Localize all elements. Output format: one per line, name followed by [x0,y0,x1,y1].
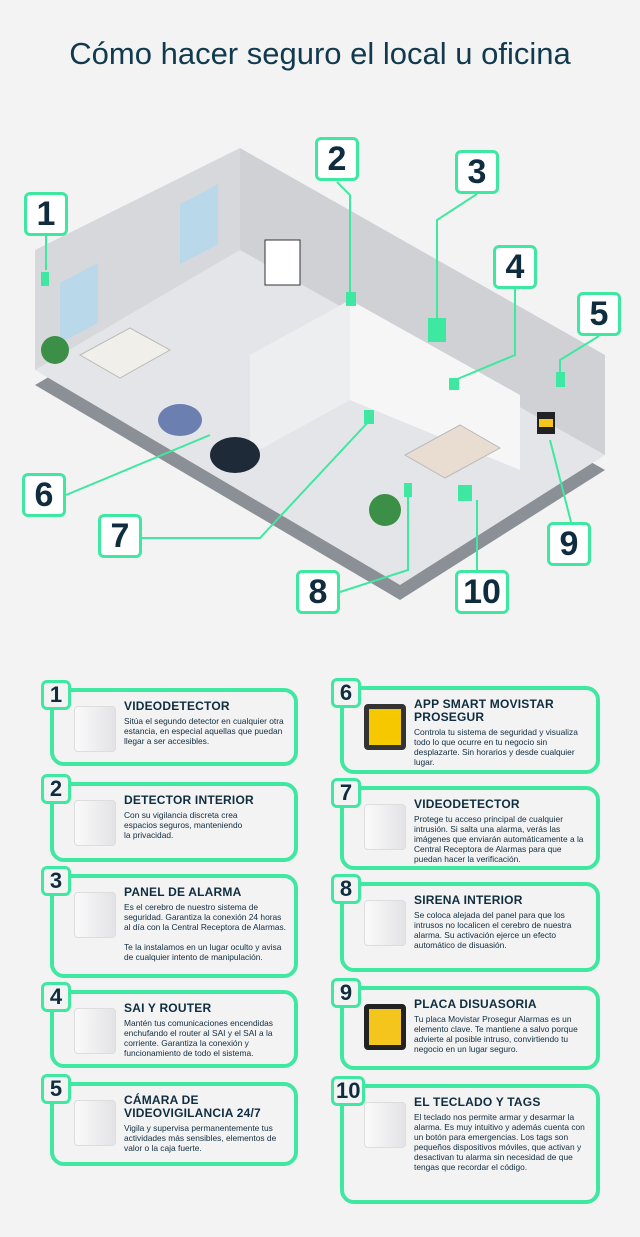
card-title: VIDEODETECTOR [414,797,520,811]
card-number-badge: 4 [41,982,71,1012]
device-image [364,704,406,750]
card-description: Tu placa Movistar Prosegur Alarmas es un… [414,1014,578,1054]
card-text: CÁMARA DE VIDEOVIGILANCIA 24/7 Vigila y … [124,1093,288,1154]
window [180,184,218,265]
card-title: DETECTOR INTERIOR [124,793,254,807]
marker-3[interactable]: 3 [455,150,499,194]
device-markers [41,272,565,501]
device-card: 4 SAI Y ROUTER Mantén tus comunicaciones… [41,982,298,1068]
back-wall-right [240,148,605,455]
card-number-badge: 10 [331,1076,366,1106]
card-number-badge: 1 [41,680,71,710]
card-text: DETECTOR INTERIOR Con su vigilancia disc… [124,793,288,841]
card-description: El teclado nos permite armar y desarmar … [414,1112,585,1172]
card-text: EL TECLADO Y TAGS El teclado nos permite… [414,1095,590,1173]
device-card: 7 VIDEODETECTOR Protege tu acceso princi… [331,778,600,870]
device-card: 9 PLACA DISUASORIA Tu placa Movistar Pro… [331,978,600,1070]
card-description: Es el cerebro de nuestro sistema de segu… [124,902,287,962]
card-title: SAI Y ROUTER [124,1001,212,1015]
inner-wall-2 [350,300,520,470]
card-text: PLACA DISUASORIA Tu placa Movistar Prose… [414,997,590,1055]
card-title: PANEL DE ALARMA [124,885,242,899]
card-description: Con su vigilancia discreta crea espacios… [124,810,243,840]
device-image [74,1008,116,1054]
device-card: 5 CÁMARA DE VIDEOVIGILANCIA 24/7 Vigila … [41,1074,298,1166]
marker-9[interactable]: 9 [547,522,591,566]
whiteboard [264,239,301,286]
device-image [364,1102,406,1148]
reception-desk [403,424,502,479]
floor-top [35,250,605,585]
marker-10[interactable]: 10 [455,570,509,614]
card-text: VIDEODETECTOR Protege tu acceso principa… [414,797,590,865]
plant [369,494,401,526]
device-image [74,1100,116,1146]
card-text: PANEL DE ALARMA Es el cerebro de nuestro… [124,885,288,963]
plant [41,336,69,364]
device-card: 10 EL TECLADO Y TAGS El teclado nos perm… [331,1076,600,1204]
card-description: Se coloca alejada del panel para que los… [414,910,572,950]
device-card: 3 PANEL DE ALARMA Es el cerebro de nuest… [41,866,298,978]
card-text: APP SMART MOVISTAR PROSEGUR Controla tu … [414,697,590,768]
device-image [364,1004,406,1050]
card-number-badge: 5 [41,1074,71,1104]
card-title: CÁMARA DE VIDEOVIGILANCIA 24/7 [124,1093,261,1120]
card-description: Sitúa el segundo detector en cualquier o… [124,716,284,746]
card-number-badge: 2 [41,774,71,804]
device-image [364,900,406,946]
device-image [74,706,116,752]
card-description: Mantén tus comunicaciones encendidas enc… [124,1018,273,1058]
device-card: 6 APP SMART MOVISTAR PROSEGUR Controla t… [331,678,600,774]
device-image [364,804,406,850]
marker-1[interactable]: 1 [24,192,68,236]
device-card: 8 SIRENA INTERIOR Se coloca alejada del … [331,874,600,972]
marker-2[interactable]: 2 [315,137,359,181]
device-card: 2 DETECTOR INTERIOR Con su vigilancia di… [41,774,298,862]
card-number-badge: 7 [331,778,361,808]
beanbag [158,404,202,436]
card-title: VIDEODETECTOR [124,699,230,713]
card-description: Controla tu sistema de seguridad y visua… [414,727,578,767]
marker-4[interactable]: 4 [493,245,537,289]
page-title: Cómo hacer seguro el local u oficina [69,36,571,71]
device-image [74,892,116,938]
device-card: 1 VIDEODETECTOR Sitúa el segundo detecto… [41,680,298,766]
window [60,262,98,344]
card-title: EL TECLADO Y TAGS [414,1095,541,1109]
card-text: VIDEODETECTOR Sitúa el segundo detector … [124,699,288,747]
office-illustration [35,148,605,600]
card-number-badge: 3 [41,866,71,896]
beanbag [210,437,260,473]
card-number-badge: 9 [331,978,361,1008]
card-description: Protege tu acceso principal de cualquier… [414,814,584,864]
leader-lines [45,181,600,593]
card-text: SAI Y ROUTER Mantén tus comunicaciones e… [124,1001,288,1059]
card-title: PLACA DISUASORIA [414,997,537,1011]
card-number-badge: 8 [331,874,361,904]
card-text: SIRENA INTERIOR Se coloca alejada del pa… [414,893,590,951]
desk [78,327,172,379]
marker-7[interactable]: 7 [98,514,142,558]
inner-wall [250,300,350,455]
card-title: APP SMART MOVISTAR PROSEGUR [414,697,554,724]
marker-5[interactable]: 5 [577,292,621,336]
card-title: SIRENA INTERIOR [414,893,523,907]
marker-8[interactable]: 8 [296,570,340,614]
card-number-badge: 6 [331,678,361,708]
marker-6[interactable]: 6 [22,473,66,517]
card-description: Vigila y supervisa permanentemente tus a… [124,1123,277,1153]
device-image [74,800,116,846]
